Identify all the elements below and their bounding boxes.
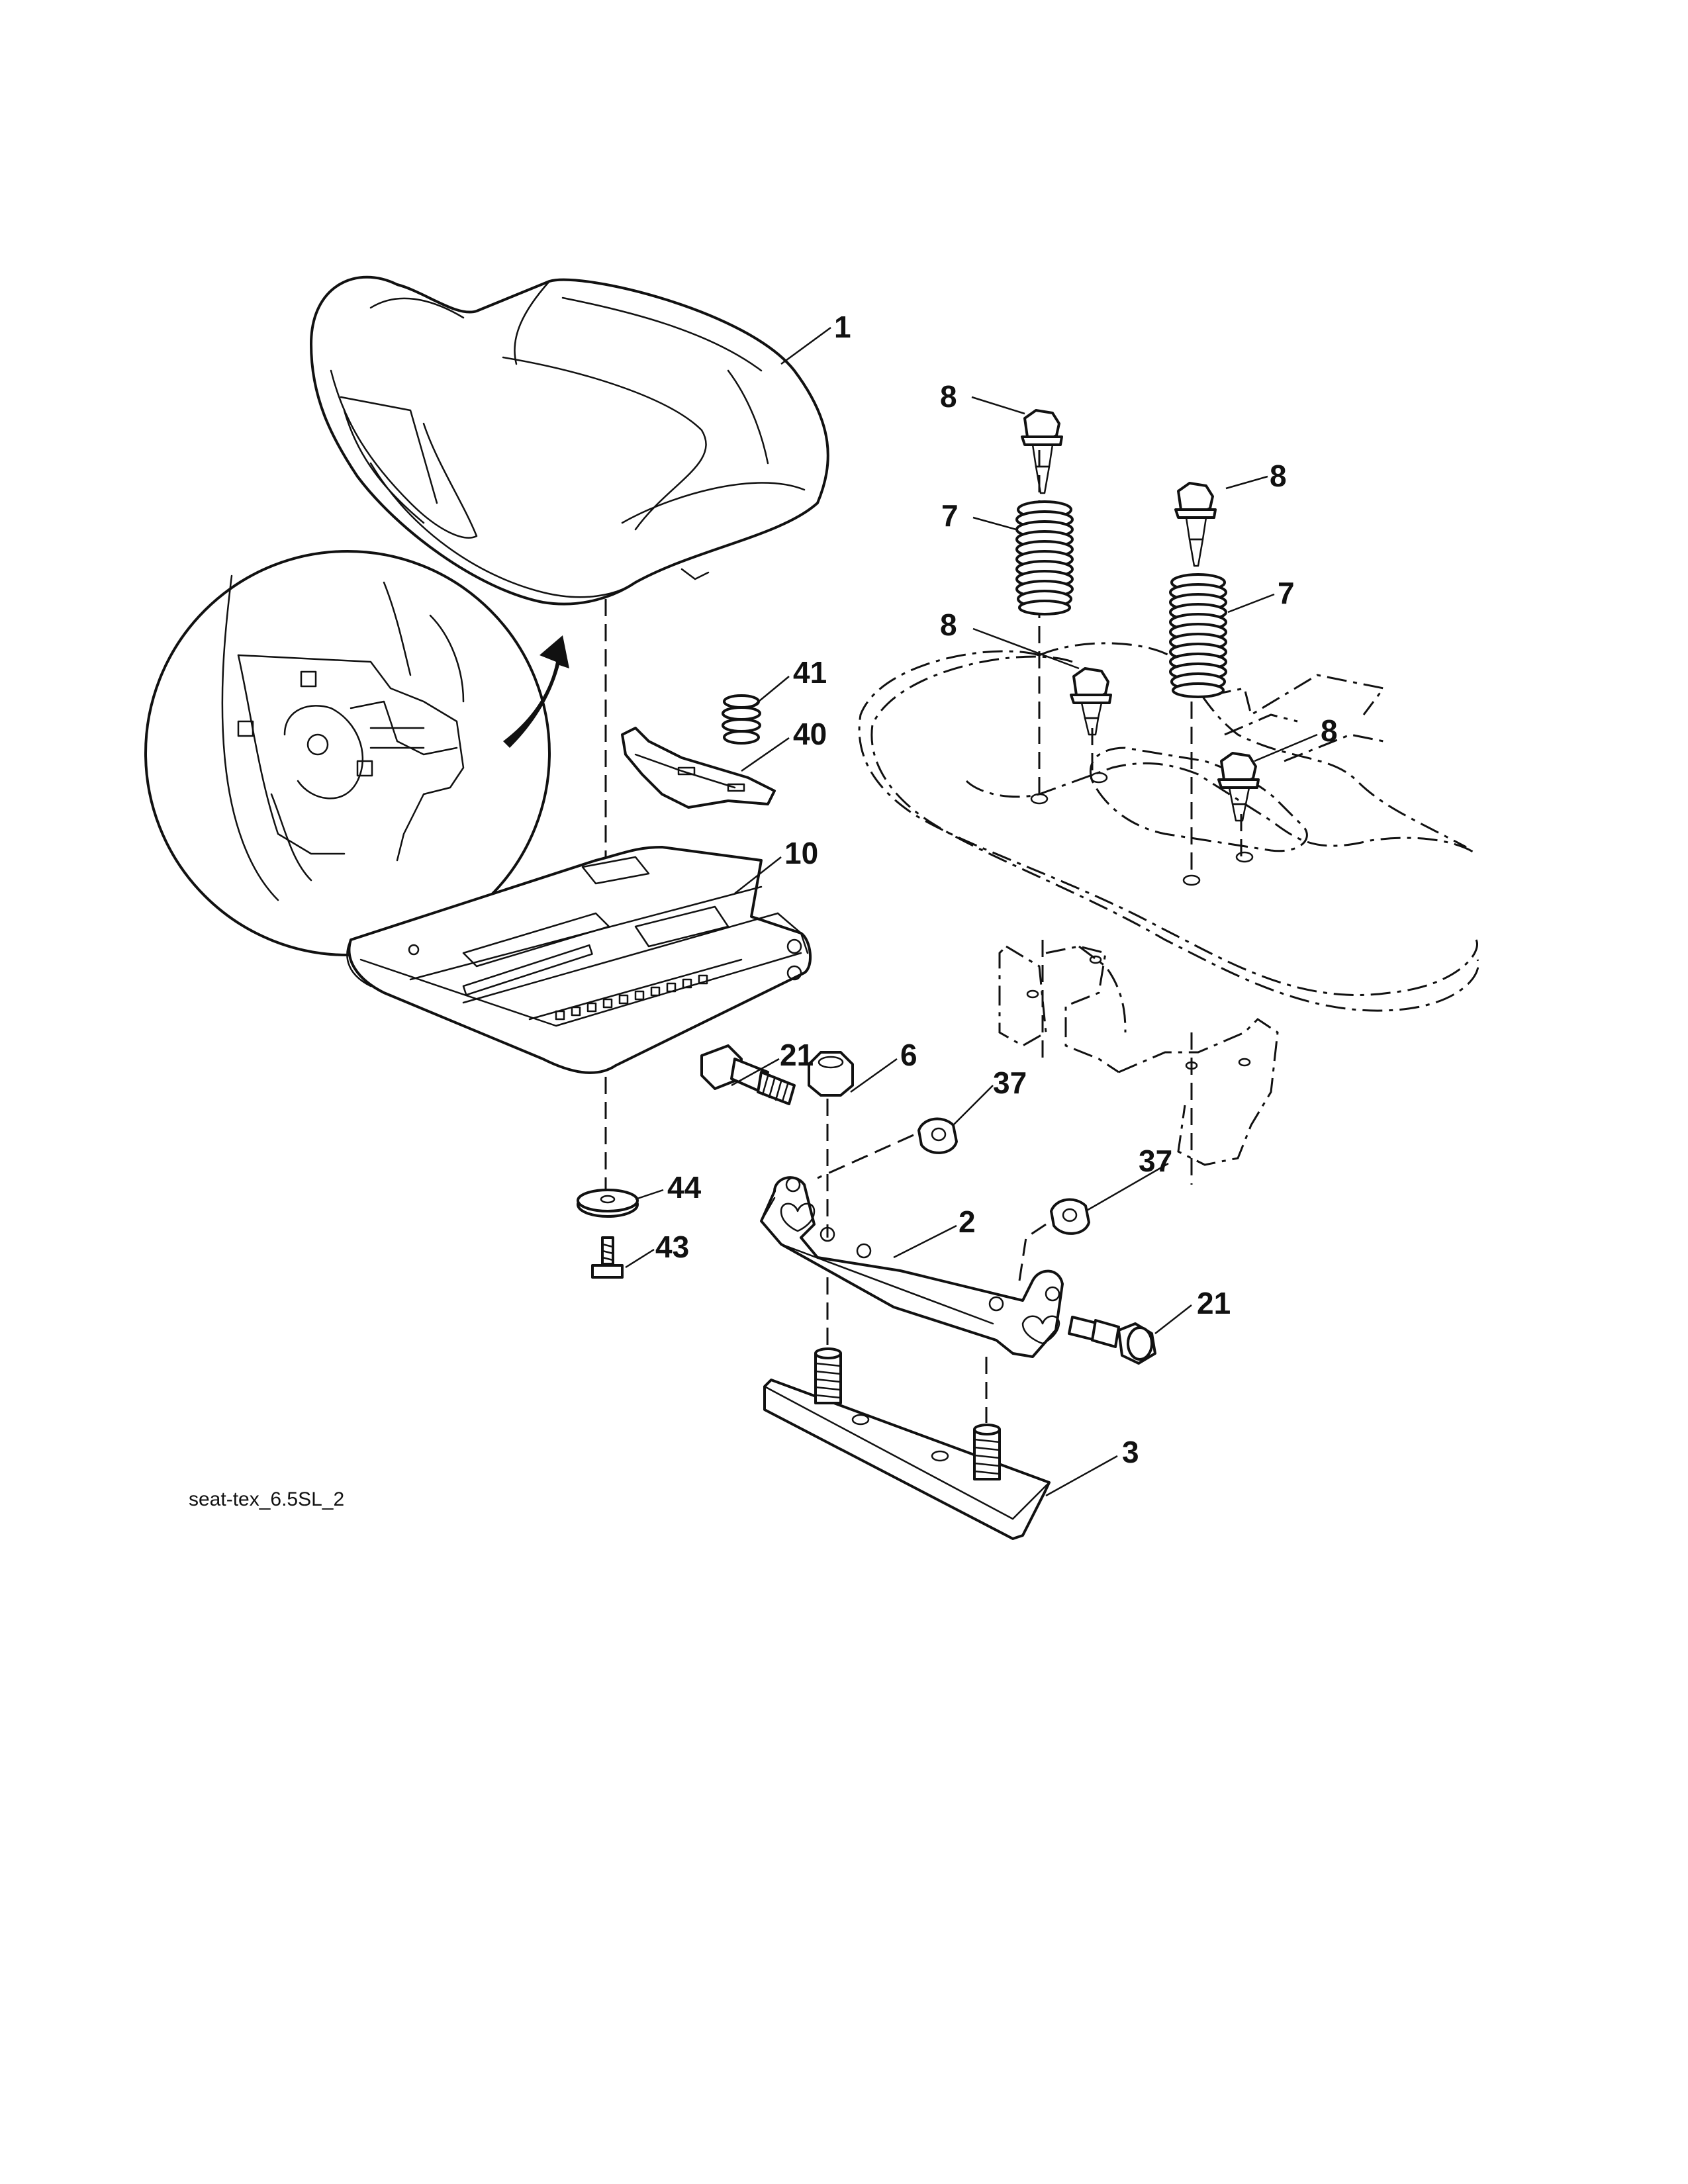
bolt-8-b <box>1174 482 1217 567</box>
bolt-8-a <box>1021 409 1063 494</box>
callout-8-mid: 8 <box>940 608 957 642</box>
spring-7-right <box>1169 573 1227 698</box>
washer-44 <box>577 1189 639 1218</box>
bolt-43 <box>591 1236 624 1279</box>
callout-10: 10 <box>784 836 818 870</box>
bolt-8-d <box>1217 752 1260 822</box>
callout-8-right: 8 <box>1321 713 1338 748</box>
fender-phantom <box>858 642 1479 1166</box>
callout-8-top-left: 8 <box>940 379 957 414</box>
leader-lines <box>625 326 1318 1497</box>
callout-40: 40 <box>793 717 827 751</box>
callout-41: 41 <box>793 655 827 690</box>
spring-41 <box>722 694 761 745</box>
stud-right <box>973 1424 1001 1480</box>
callout-21-left: 21 <box>780 1038 814 1072</box>
seat-pan-adjust-slots <box>555 974 708 1021</box>
flange-nut-37-b <box>1050 1198 1090 1235</box>
spring-7-left <box>1015 500 1074 615</box>
stud-left <box>814 1347 842 1404</box>
shoulder-bolt-21-left <box>700 1044 796 1105</box>
callout-7-left: 7 <box>941 498 959 533</box>
shoulder-bolt-21-right <box>1068 1316 1156 1365</box>
callout-7-right: 7 <box>1278 576 1295 610</box>
nut-6 <box>808 1051 854 1097</box>
callout-3: 3 <box>1122 1435 1139 1469</box>
callout-labels: 1 8 8 8 8 7 7 41 40 10 21 6 37 37 44 2 4… <box>655 310 1338 1469</box>
diagram-caption: seat-tex_6.5SL_2 <box>189 1488 344 1510</box>
seat-part <box>310 275 829 606</box>
base-plate-3 <box>763 1347 1051 1540</box>
callout-43: 43 <box>655 1230 689 1264</box>
callout-37-upper: 37 <box>993 1066 1027 1100</box>
bolt-8-c <box>1070 667 1112 736</box>
callout-1: 1 <box>834 310 851 344</box>
callout-21-right: 21 <box>1197 1286 1231 1320</box>
seat-bracket-2 <box>760 1176 1064 1358</box>
callout-37-lower: 37 <box>1139 1144 1172 1178</box>
callout-6: 6 <box>900 1038 917 1072</box>
callout-44: 44 <box>667 1170 702 1205</box>
latch-40 <box>621 727 776 809</box>
callout-2: 2 <box>959 1205 976 1239</box>
callout-8-top-right: 8 <box>1270 459 1287 493</box>
flange-nut-37-a <box>917 1117 958 1154</box>
seat-pan-10 <box>346 846 812 1074</box>
